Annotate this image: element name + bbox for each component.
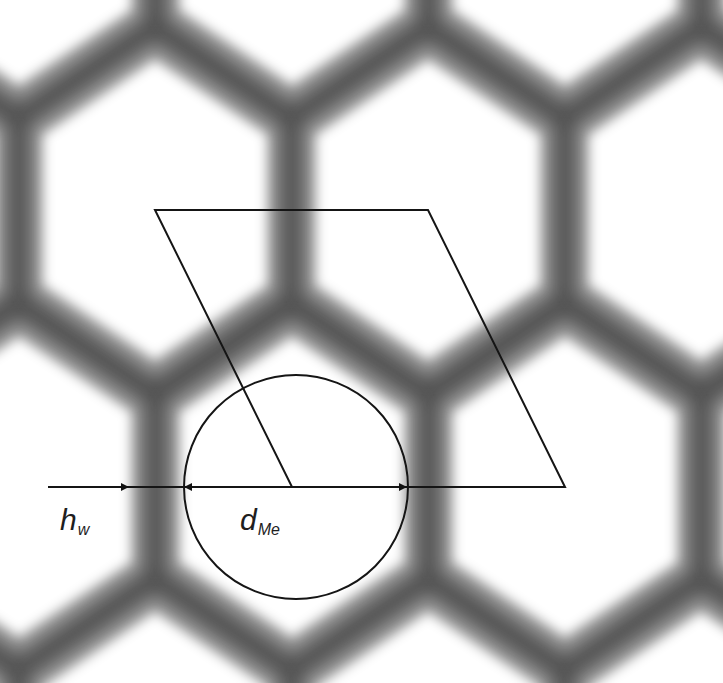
pore-diameter-subscript: Me (258, 522, 280, 538)
pore-diameter-symbol: d (240, 505, 257, 535)
wall-thickness-symbol: h (60, 505, 77, 535)
pore (303, 594, 553, 683)
pore (0, 0, 131, 85)
pore (0, 42, 7, 378)
diameter-arrow (296, 486, 407, 488)
unit-cell-edge (407, 486, 565, 488)
pore-circle (184, 375, 408, 599)
diameter-arrow (184, 486, 296, 488)
pore (30, 594, 280, 683)
pore (316, 612, 540, 683)
unit-cell (155, 210, 565, 487)
pore (589, 60, 723, 360)
pore (43, 612, 267, 683)
wall-line (129, 486, 184, 488)
pore (180, 0, 404, 85)
pore (0, 337, 131, 637)
pore (0, 319, 144, 655)
wall-thickness-subscript: w (78, 522, 90, 538)
pore (453, 0, 677, 85)
pore (589, 612, 723, 683)
wall-arrow (48, 486, 129, 488)
pore (576, 42, 723, 378)
pore (167, 319, 417, 655)
